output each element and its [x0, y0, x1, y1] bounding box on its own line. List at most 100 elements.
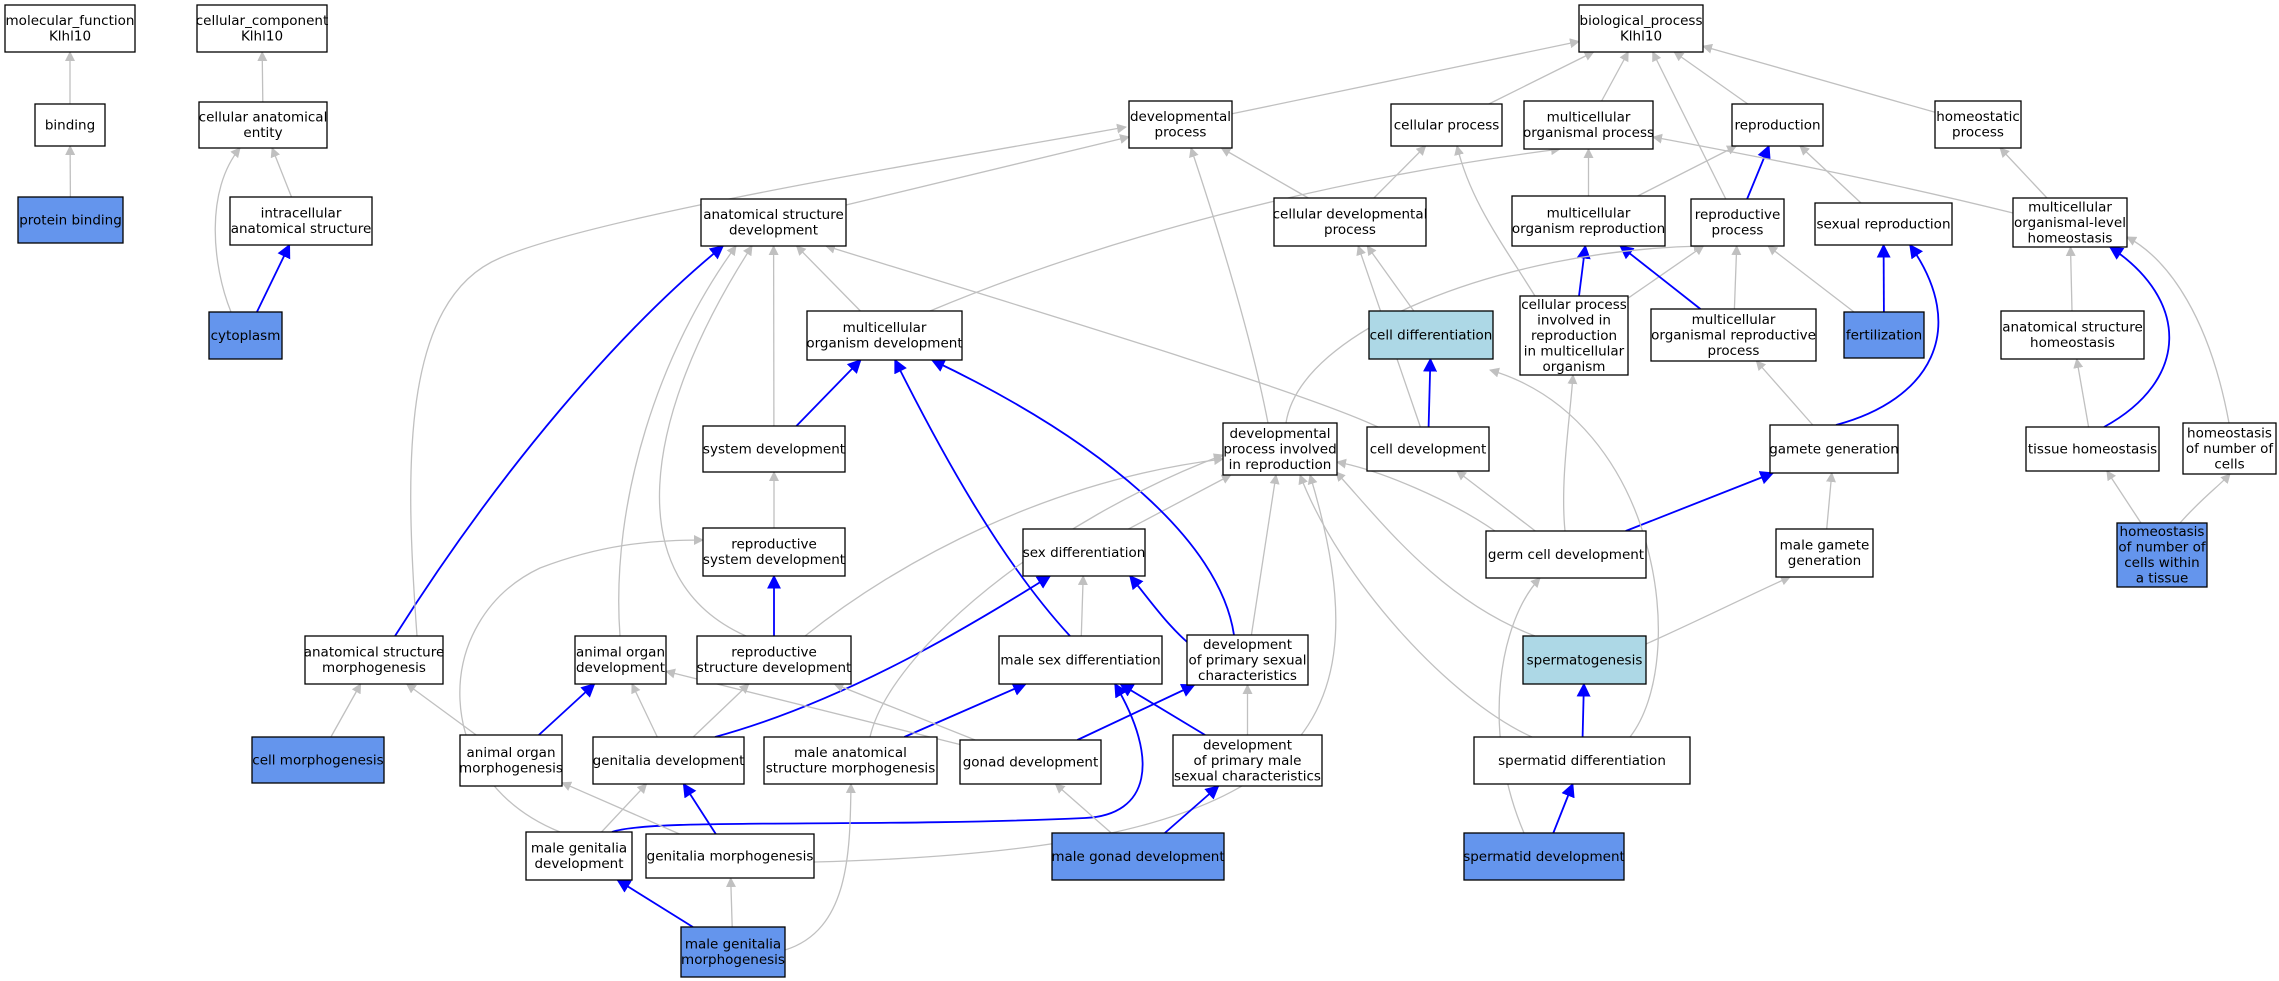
edge-cellular-process-to-biological-process — [1488, 51, 1595, 105]
node-cellular-process[interactable]: cellular process — [1390, 103, 1503, 147]
edge-development-of-primary-sexual-characteristics-to-developmental-process-involved-in-reproduction — [1250, 474, 1280, 636]
node-sexual-reproduction[interactable]: sexual reproduction — [1814, 202, 1953, 246]
node-box — [592, 736, 745, 785]
node-label: reproductive — [731, 537, 817, 553]
edge-gamete-generation-to-sexual-reproduction — [1835, 243, 1940, 426]
node-spermatid-development[interactable]: spermatid development — [1463, 832, 1625, 881]
node-label: spermatogenesis — [1527, 652, 1643, 668]
node-genitalia-morphogenesis[interactable]: genitalia morphogenesis — [645, 833, 815, 879]
edge-male-genitalia-development-to-genitalia-development — [601, 783, 648, 833]
node-box — [17, 196, 124, 244]
node-label: development — [534, 856, 623, 872]
edge-genitalia-development-to-reproductive-structure-development — [692, 683, 750, 738]
node-spermatid-differentiation[interactable]: spermatid differentiation — [1473, 736, 1691, 785]
node-box — [1522, 635, 1647, 685]
edge-multicellular-organismal-reproductive-process-to-multicellular-organism-reproduction — [1619, 245, 1701, 310]
node-label: of number of — [2186, 441, 2275, 457]
node-label: a tissue — [2136, 571, 2189, 587]
node-box — [2000, 310, 2145, 360]
node-protein-binding[interactable]: protein binding — [17, 196, 124, 244]
node-box — [1769, 424, 1899, 474]
node-gamete-generation[interactable]: gamete generation — [1769, 424, 1899, 474]
node-germ-cell-development[interactable]: germ cell development — [1485, 530, 1647, 579]
edge-developmental-process-involved-in-reproduction-to-reproductive-process — [1285, 241, 1704, 424]
node-fertilization[interactable]: fertilization — [1843, 311, 1925, 359]
node-label: morphogenesis — [459, 761, 563, 777]
node-gonad-development[interactable]: gonad development — [959, 739, 1102, 785]
edge-animal-organ-morphogenesis-to-animal-organ-development — [538, 683, 596, 736]
node-sex-differentiation[interactable]: sex differentiation — [1022, 528, 1146, 577]
node-label: system development — [703, 441, 845, 457]
edge-multicellular-organism-reproduction-to-reproduction — [1637, 145, 1738, 197]
node-reproduction[interactable]: reproduction — [1731, 103, 1824, 147]
node-system-development[interactable]: system development — [702, 425, 846, 473]
node-genitalia-development[interactable]: genitalia development — [592, 736, 745, 785]
node-box — [1222, 422, 1338, 476]
node-spermatogenesis[interactable]: spermatogenesis — [1522, 635, 1647, 685]
edge-male-gamete-generation-to-gamete-generation — [1826, 472, 1836, 530]
node-label: male gamete — [1780, 538, 1870, 554]
edge-homeostasis-of-number-of-cells-within-a-tissue-to-tissue-homeostasis — [2106, 470, 2142, 524]
edge-spermatid-development-to-spermatid-differentiation — [1552, 782, 1575, 834]
node-tissue-homeostasis[interactable]: tissue homeostasis — [2025, 426, 2160, 472]
node-box — [1128, 100, 1233, 149]
node-label: structure morphogenesis — [766, 761, 935, 777]
node-cytoplasm[interactable]: cytoplasm — [208, 311, 283, 360]
node-cell-development[interactable]: cell development — [1366, 426, 1490, 472]
edge-multicellular-organism-development-to-anatomical-structure-development — [795, 245, 861, 312]
edge-gamete-generation-to-multicellular-organismal-reproductive-process — [1755, 360, 1814, 426]
node-male-sex-differentiation[interactable]: male sex differentiation — [998, 635, 1163, 685]
edge-spermatid-development-to-germ-cell-development — [1498, 577, 1541, 834]
node-label: genitalia morphogenesis — [647, 848, 814, 864]
node-binding[interactable]: binding — [34, 103, 106, 147]
edge-cell-development-to-cell-differentiation — [1423, 357, 1438, 428]
node-label: in reproduction — [1229, 457, 1332, 473]
node-box — [645, 833, 815, 879]
node-label: structure development — [697, 660, 852, 676]
node-cell-morphogenesis[interactable]: cell morphogenesis — [251, 736, 385, 784]
node-box — [1511, 195, 1666, 247]
node-box — [304, 635, 444, 685]
node-box — [1051, 832, 1225, 881]
node-box — [1368, 310, 1494, 360]
node-box — [574, 635, 667, 685]
node-label: cell morphogenesis — [252, 752, 383, 768]
node-male-gonad-development[interactable]: male gonad development — [1051, 832, 1225, 881]
node-cell-differentiation[interactable]: cell differentiation — [1368, 310, 1494, 360]
node-label: of number of — [2118, 540, 2207, 556]
node-label: entity — [243, 125, 282, 141]
node-label: multicellular — [1547, 110, 1631, 126]
node-label: cellular process — [1521, 297, 1627, 313]
